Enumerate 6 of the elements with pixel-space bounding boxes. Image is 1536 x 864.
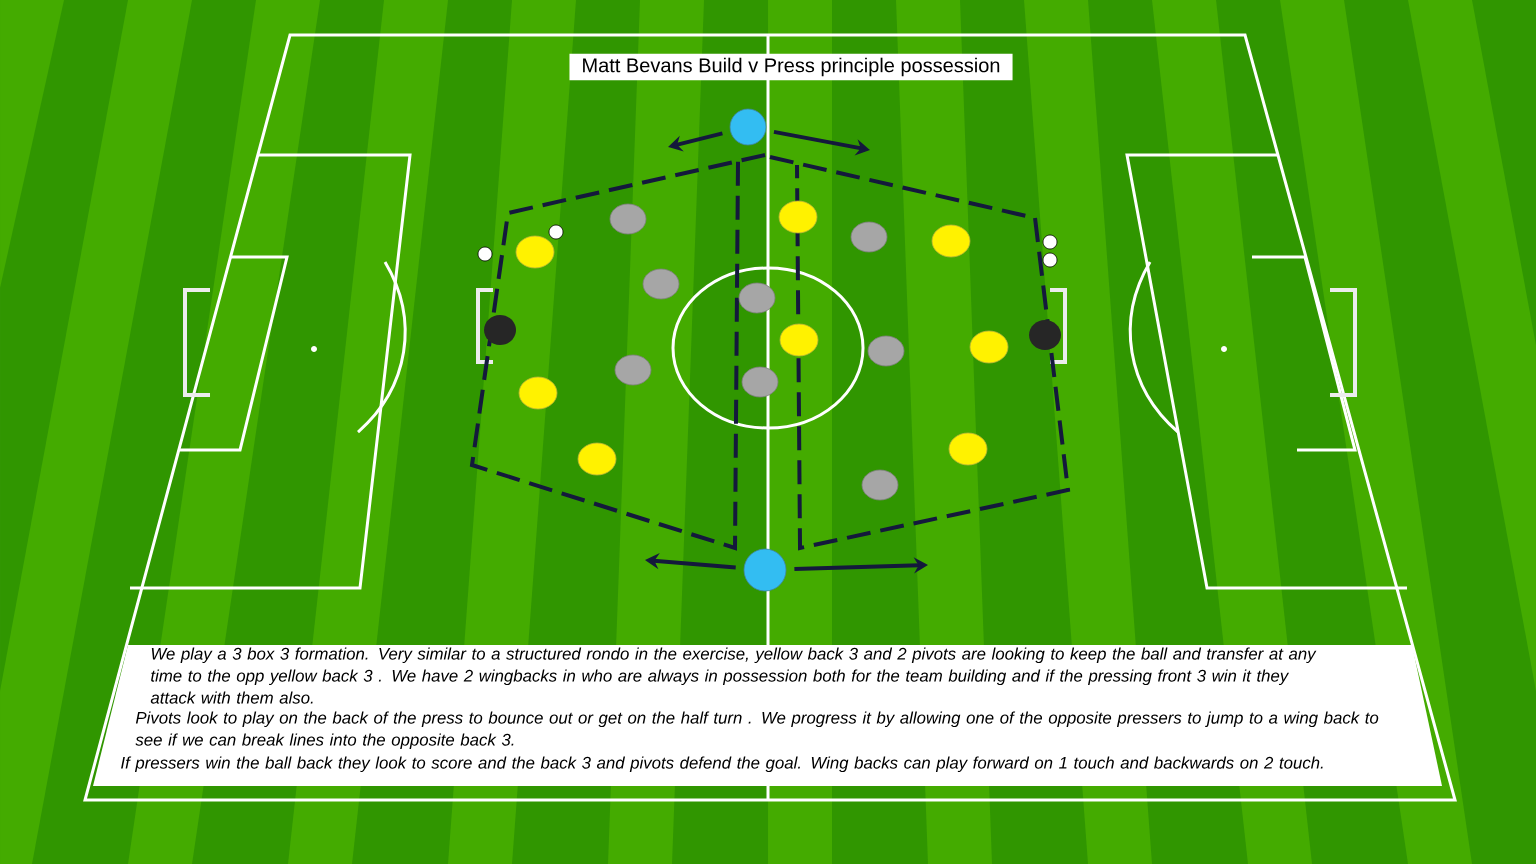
instruction-text: Pivots look to play on the back of the press to bounce out or get on the half turn . We progress it by allowing one of the opposite pressers to jump to a wing back to see if we can break lines into the opposite back 3. [135,711,1379,750]
instruction-text: If pressers win the ball back they look to score and the back 3 and pivots defend the goal. Wing backs can play forward on 1 touch and backwards on 2 touch. [121,756,1323,773]
player-marker [743,548,787,592]
instruction-text: We play a 3 box 3 formation. Very similar to a structured rondo in the exercise, yellow back 3 and 2 pivots are looking to keep the ball and transfer at any time to the opp yellow back 3 . We have 2 wingbacks in who are always in possession both for the team building and if the pressing front 3 win it they attack with them also. [150,647,1317,704]
player-marker [729,108,767,146]
title-banner: Matt Bevans Build v Press principle possession [569,53,1013,81]
